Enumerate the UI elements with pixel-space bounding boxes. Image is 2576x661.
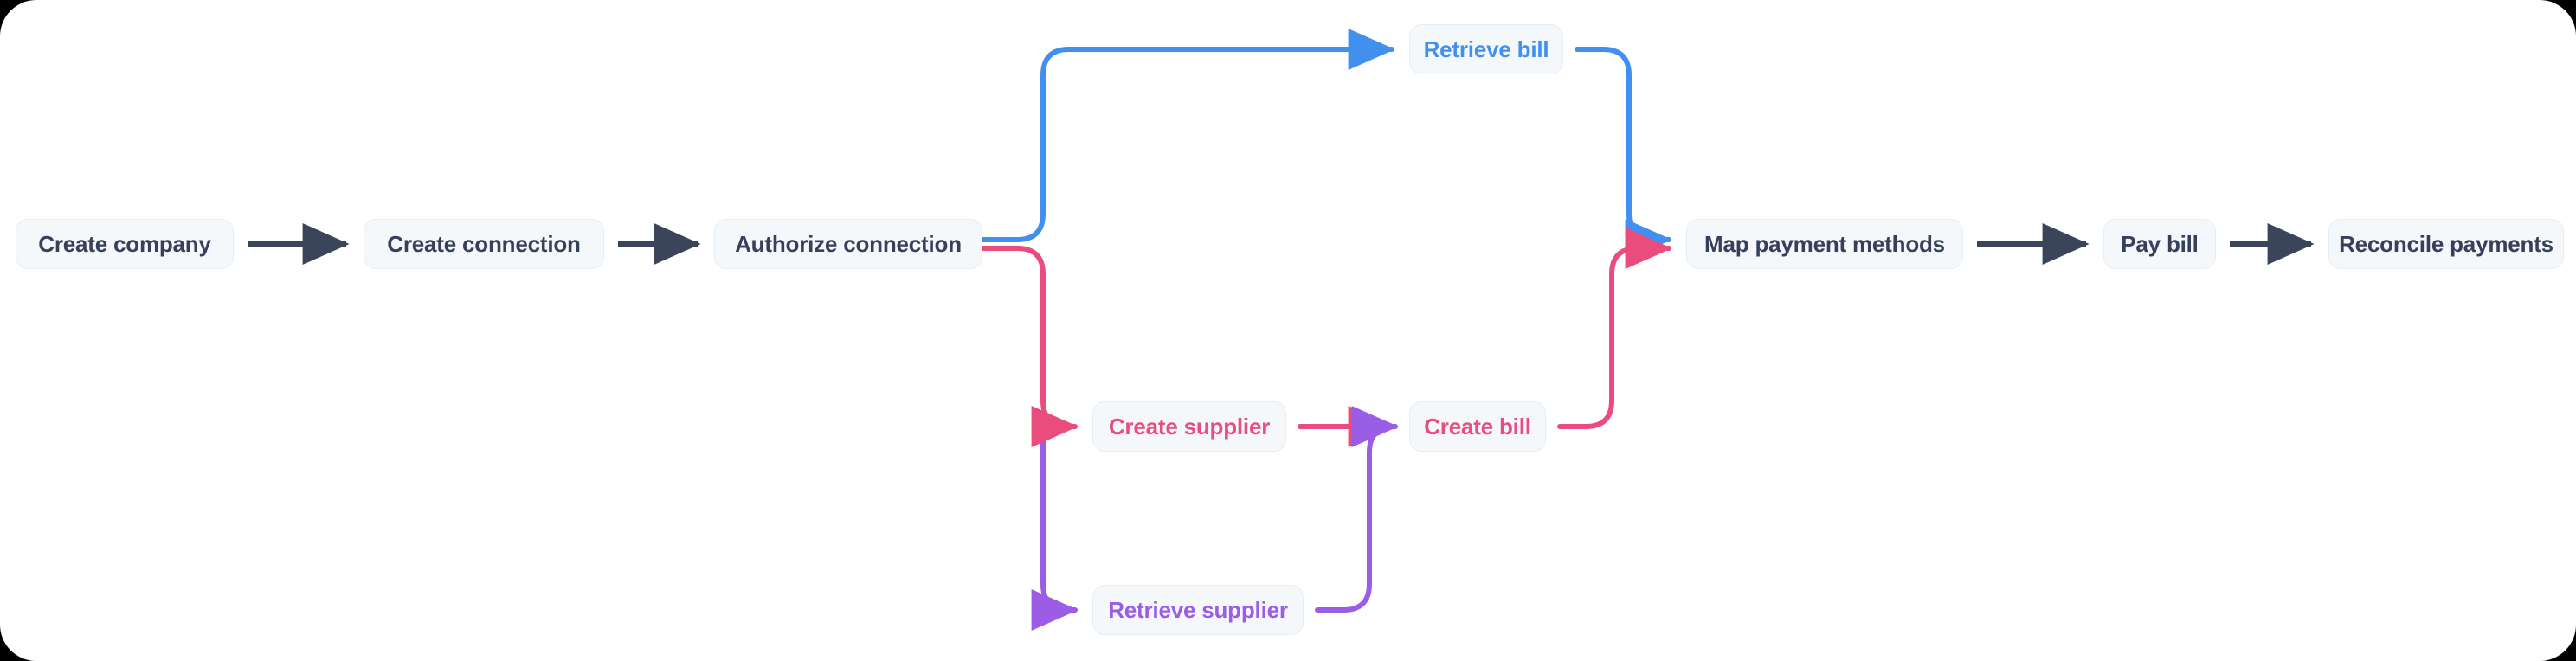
node-label: Create connection: [387, 230, 581, 257]
node-label: Retrieve bill: [1423, 35, 1549, 62]
edge-retrieve-supplier-to-create-bill: [1315, 406, 1399, 613]
node-create-supplier[interactable]: Create supplier: [1092, 401, 1286, 452]
node-label: Create bill: [1424, 413, 1531, 440]
node-label: Map payment methods: [1704, 230, 1945, 257]
node-label: Pay bill: [2121, 230, 2199, 257]
node-create-company[interactable]: Create company: [16, 219, 234, 269]
node-label: Authorize connection: [735, 230, 962, 257]
edge-create-bill-to-map-payment-methods: [1557, 228, 1672, 429]
node-reconcile-payments[interactable]: Reconcile payments: [2328, 219, 2564, 269]
node-pay-bill[interactable]: Pay bill: [2103, 219, 2216, 269]
node-create-connection[interactable]: Create connection: [364, 219, 604, 269]
node-retrieve-supplier[interactable]: Retrieve supplier: [1092, 585, 1304, 635]
node-authorize-connection[interactable]: Authorize connection: [714, 219, 982, 269]
edge-authorize-connection-to-create-supplier: [980, 246, 1079, 447]
node-label: Reconcile payments: [2339, 230, 2553, 257]
node-label: Create supplier: [1108, 413, 1271, 440]
edge-authorize-connection-to-retrieve-supplier: [1031, 424, 1079, 631]
node-create-bill[interactable]: Create bill: [1409, 401, 1546, 452]
node-retrieve-bill[interactable]: Retrieve bill: [1409, 24, 1563, 74]
edge-authorize-connection-to-retrieve-bill: [980, 29, 1395, 242]
node-map-payment-methods[interactable]: Map payment methods: [1686, 219, 1963, 269]
node-label: Retrieve supplier: [1108, 596, 1288, 623]
node-label: Create company: [38, 230, 211, 257]
edge-retrieve-bill-to-map-payment-methods: [1575, 47, 1672, 260]
